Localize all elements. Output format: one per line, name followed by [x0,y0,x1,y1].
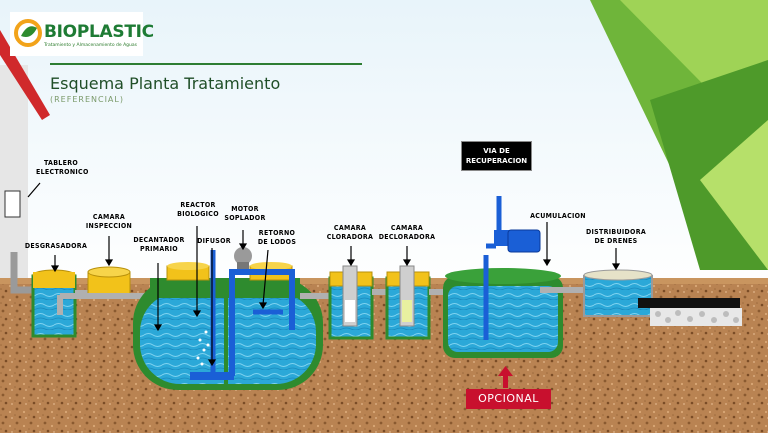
label-cloradora: CAMARA CLORADORA [321,224,379,242]
main-tank-lid [250,262,292,270]
opcional-badge: OPCIONAL [466,389,551,409]
distribuidora-tank [584,276,652,316]
label-recuperacion: VIA DE RECUPERACION [461,141,532,171]
label-decantador: DECANTADOR PRIMARIO [130,236,188,254]
chlorine-tablet [345,300,355,322]
label-acumulacion: ACUMULACION [525,212,591,221]
logo: BIOPLASTIC Tratamiento y Almacenamiento … [10,12,143,56]
dechlorine-tablet [402,300,412,322]
label-retorno: RETORNO DE LODOS [252,229,302,247]
label-reactor: REACTOR BIOLOGICO [172,201,224,219]
logo-leaf-icon [13,18,43,48]
diffuser-plate [190,372,234,380]
camara-inspeccion-lid [88,267,130,277]
tank-divider [224,292,228,384]
page-subtitle: (REFERENCIAL) [50,95,124,104]
label-motor: MOTOR SOPLADOR [222,205,268,223]
distribuidora-lid [584,270,652,280]
pump-motor [508,230,540,252]
motor-soplador-base [237,262,249,270]
label-desgrasadora: DESGRASADORA [20,242,92,251]
label-tablero: TABLERO ELECTRONICO [36,159,86,177]
page-title: Esquema Planta Tratamiento [50,74,280,93]
label-difusor: DIFUSOR [195,237,233,246]
acumulacion-tank-top [445,268,561,284]
acumulacion-tank-water [448,286,558,352]
label-camara-inspeccion: CAMARA INSPECCION [82,213,136,231]
desgrasadora-lid [33,272,75,288]
main-tank-lid [167,262,209,270]
logo-tagline: Tratamiento y Almacenamiento de Aguas [44,43,137,48]
gravel-bed [650,308,742,326]
label-distribuidora: DISTRIBUIDORA DE DRENES [583,228,649,246]
drain-pipe [638,298,740,308]
electrical-panel [5,191,20,217]
label-decloradora: CAMARA DECLORADORA [374,224,440,242]
main-tank-top [150,278,300,298]
opcional-arrow [503,376,508,388]
logo-brand: BIOPLASTIC [44,22,154,42]
